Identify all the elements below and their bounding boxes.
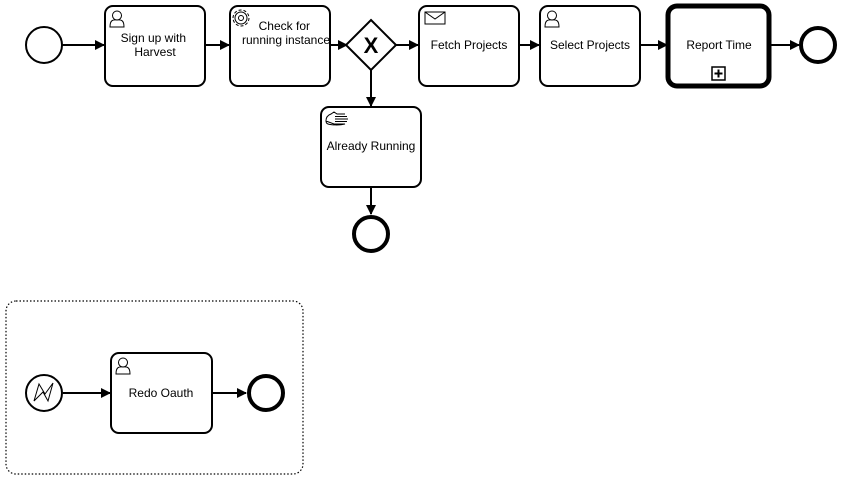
user-icon — [544, 10, 560, 28]
end-event-already-running[interactable] — [352, 215, 390, 253]
event-subprocess[interactable]: Redo Oauth — [5, 300, 304, 475]
error-start-event[interactable] — [25, 374, 63, 412]
start-event[interactable] — [25, 26, 63, 64]
task-label: Fetch Projects — [431, 38, 508, 52]
task-check-running[interactable]: Check for running instance — [229, 5, 331, 87]
hand-icon — [325, 111, 348, 126]
envelope-icon — [424, 11, 446, 25]
task-label: Check for running instance — [242, 19, 330, 47]
end-event-subprocess[interactable] — [247, 374, 285, 412]
task-fetch-projects[interactable]: Fetch Projects — [418, 5, 520, 87]
task-signup[interactable]: Sign up with Harvest — [104, 5, 206, 87]
task-already-running[interactable]: Already Running — [320, 106, 422, 188]
sequence-flows — [62, 40, 800, 215]
task-label: Sign up with Harvest — [121, 31, 190, 59]
task-redo-oauth[interactable]: Redo Oauth — [110, 352, 213, 434]
task-label: Already Running — [327, 139, 416, 153]
task-label: Select Projects — [550, 38, 630, 52]
gateway-x-marker: X — [364, 33, 379, 58]
plus-box-icon[interactable] — [711, 66, 726, 81]
end-event[interactable] — [799, 26, 837, 64]
task-select-projects[interactable]: Select Projects — [539, 5, 641, 87]
task-label: Redo Oauth — [129, 386, 194, 400]
exclusive-gateway[interactable]: X — [344, 18, 398, 72]
user-icon — [115, 357, 131, 375]
gear-icon — [232, 9, 250, 27]
user-icon — [109, 10, 125, 28]
task-label: Report Time — [686, 38, 752, 52]
call-activity-report-time[interactable]: Report Time — [665, 3, 772, 89]
lightning-icon — [33, 382, 54, 403]
